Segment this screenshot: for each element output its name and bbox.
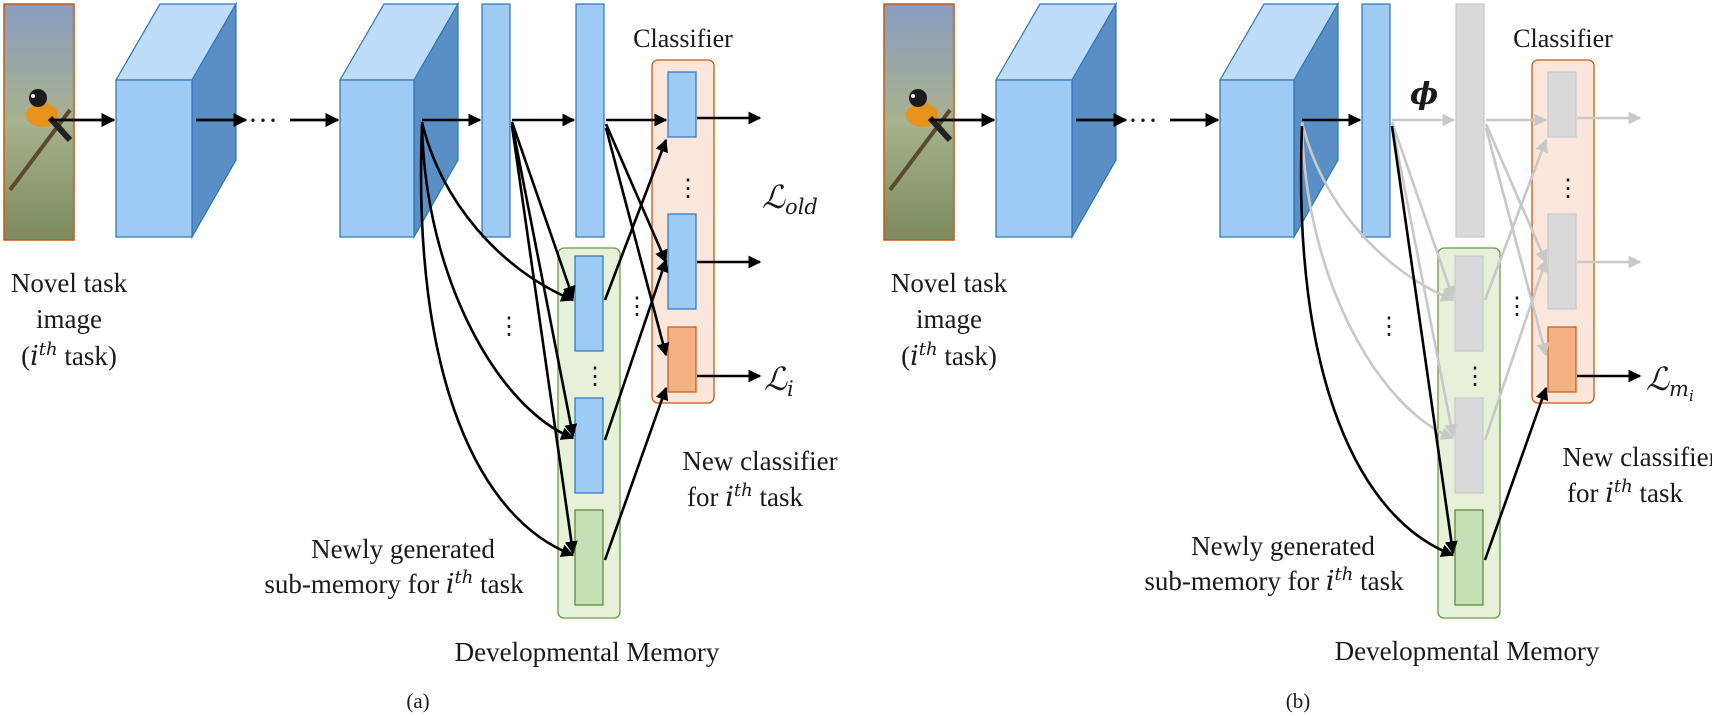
new-sub-memory	[574, 509, 604, 606]
fc-layer-1	[481, 3, 511, 238]
memory-label: Developmental Memory	[1335, 636, 1600, 666]
input-image	[883, 3, 955, 241]
classifier-head-old-2-frozen	[1547, 213, 1577, 310]
fc-layer-2	[575, 3, 605, 238]
loss-new-label: ℒmi	[1646, 360, 1694, 405]
sub-memory-label: Newly generated	[1191, 531, 1375, 561]
classifier-head-new	[1547, 326, 1577, 393]
memory-unit-2	[574, 397, 604, 494]
fc-layer-2-frozen	[1455, 3, 1485, 238]
loss-old-label: ℒold	[762, 178, 818, 219]
conv-block-1	[114, 1, 238, 240]
classifier-title: Classifier	[1513, 24, 1613, 53]
phi-label: ϕ	[1410, 77, 1438, 112]
panel-caption: (b)	[1286, 689, 1311, 713]
new-classifier-label: New classifier	[1562, 442, 1712, 472]
classifier-head-old-1-frozen	[1547, 71, 1577, 138]
input-label: image	[36, 304, 102, 334]
panel-caption: (a)	[406, 689, 429, 713]
memory-label: Developmental Memory	[455, 637, 720, 667]
ellipsis-vertical: ⋮	[1463, 364, 1487, 390]
loss-new-label: ℒi	[764, 360, 794, 401]
ellipsis-horizontal: ···	[248, 104, 278, 137]
ellipsis-vertical: ⋮	[625, 294, 649, 320]
new-classifier-label: for ith task	[1567, 476, 1683, 509]
arrows-a	[419, 111, 762, 561]
input-label: (ith task)	[21, 339, 117, 372]
ellipsis-horizontal: ···	[1128, 104, 1158, 137]
ellipsis-vertical: ⋮	[497, 314, 521, 340]
ellipsis-vertical: ⋮	[1556, 176, 1580, 202]
input-label: (ith task)	[901, 339, 997, 372]
arrows-b-inactive	[1300, 111, 1642, 441]
new-classifier-label: New classifier	[682, 446, 837, 476]
ellipsis-vertical: ⋮	[583, 364, 607, 390]
classifier-head-new	[667, 326, 697, 393]
memory-unit-2-frozen	[1454, 397, 1484, 494]
new-sub-memory	[1454, 509, 1484, 606]
sub-memory-label: sub-memory for ith task	[1144, 564, 1404, 597]
input-label: Novel task	[891, 268, 1008, 298]
panel-b: ··· ⋮ ⋮ ⋮ ⋮	[883, 1, 1712, 713]
sub-memory-label: sub-memory for ith task	[264, 567, 524, 600]
panel-a: ··· ⋮ ⋮ ⋮ ⋮	[3, 1, 838, 713]
sub-memory-label: Newly generated	[311, 534, 495, 564]
new-classifier-label: for ith task	[687, 480, 803, 513]
ellipsis-vertical: ⋮	[1505, 294, 1529, 320]
memory-unit-1	[574, 255, 604, 352]
classifier-head-old-1	[667, 71, 697, 138]
fc-layer-1	[1361, 3, 1391, 238]
input-image	[3, 3, 75, 241]
input-label: Novel task	[11, 268, 128, 298]
memory-unit-1-frozen	[1454, 255, 1484, 352]
ellipsis-vertical: ⋮	[676, 176, 700, 202]
classifier-head-old-2	[667, 213, 697, 310]
ellipsis-vertical: ⋮	[1377, 314, 1401, 340]
arrows-b-active	[1299, 113, 1642, 561]
classifier-title: Classifier	[633, 24, 733, 53]
input-label: image	[916, 304, 982, 334]
